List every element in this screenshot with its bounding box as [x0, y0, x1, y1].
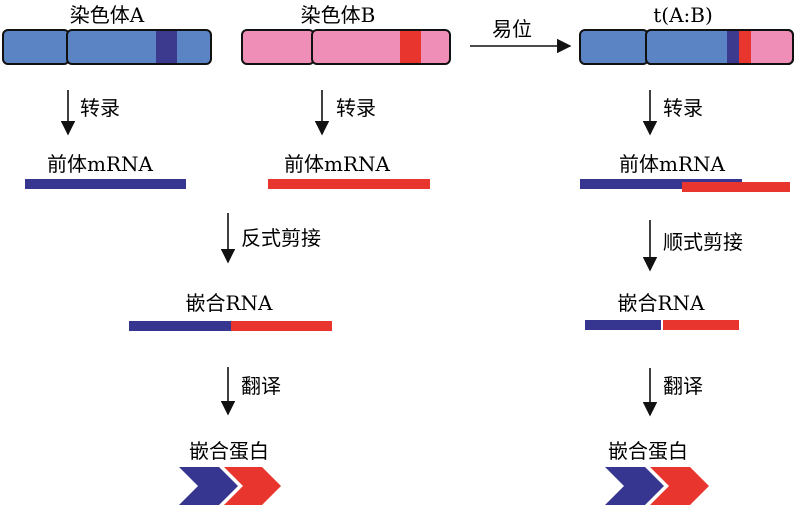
- pre-mrna-label-a: 前体mRNA: [47, 152, 154, 176]
- pre-mrna-a: [25, 179, 186, 189]
- chromosome-t-short-arm: [579, 29, 649, 65]
- chromosome-t-a-segment: [647, 31, 727, 63]
- trans-splicing-label: 反式剪接: [241, 226, 321, 250]
- translocation-label: 易位: [492, 17, 532, 41]
- protein-a-chevron: [179, 467, 238, 505]
- pre-mrna-label-b: 前体mRNA: [284, 152, 391, 176]
- chromosome-b-long-arm: [311, 29, 451, 65]
- chimeric-rna-label-right: 嵌合RNA: [617, 291, 705, 315]
- chimeric-protein-label-right: 嵌合蛋白: [608, 439, 688, 463]
- chimeric-protein-left: [179, 467, 281, 505]
- transcription-label-a: 转录: [80, 96, 120, 120]
- translation-label-right: 翻译: [663, 374, 703, 398]
- translocation-product-label: t(A:B): [653, 3, 713, 27]
- chromosome-a-band: [156, 31, 177, 63]
- protein-b-chevron: [224, 467, 281, 505]
- chimeric-rna-label-left: 嵌合RNA: [185, 291, 273, 315]
- transcription-label-b: 转录: [336, 96, 376, 120]
- pre-mrna-t: [580, 179, 790, 192]
- pre-mrna-b: [268, 179, 430, 189]
- chimeric-protein-right: [605, 467, 709, 505]
- chromosome-translocated: [579, 29, 794, 65]
- chromosome-b-label: 染色体B: [301, 3, 376, 27]
- chromosome-a-label: 染色体A: [70, 3, 145, 27]
- chromosome-b: [241, 29, 451, 65]
- chromosome-b-short-arm: [241, 29, 315, 65]
- chromosome-a-short-arm: [2, 29, 70, 65]
- protein-a-chevron: [605, 467, 664, 505]
- chromosome-a: [2, 29, 212, 65]
- chimeric-rna-left: [129, 321, 332, 331]
- chromosome-t-a-band: [727, 31, 739, 63]
- pre-mrna-label-t: 前体mRNA: [619, 152, 726, 176]
- chimeric-rna-right: [585, 320, 739, 330]
- translation-label-left: 翻译: [241, 374, 281, 398]
- transcription-label-t: 转录: [663, 96, 703, 120]
- protein-b-chevron: [650, 467, 709, 505]
- chromosome-t-b-band: [739, 31, 751, 63]
- chromosome-a-long-arm: [66, 29, 212, 65]
- chimeric-protein-label-left: 嵌合蛋白: [189, 439, 269, 463]
- cis-splicing-label: 顺式剪接: [663, 230, 743, 254]
- chromosome-b-band: [400, 31, 421, 63]
